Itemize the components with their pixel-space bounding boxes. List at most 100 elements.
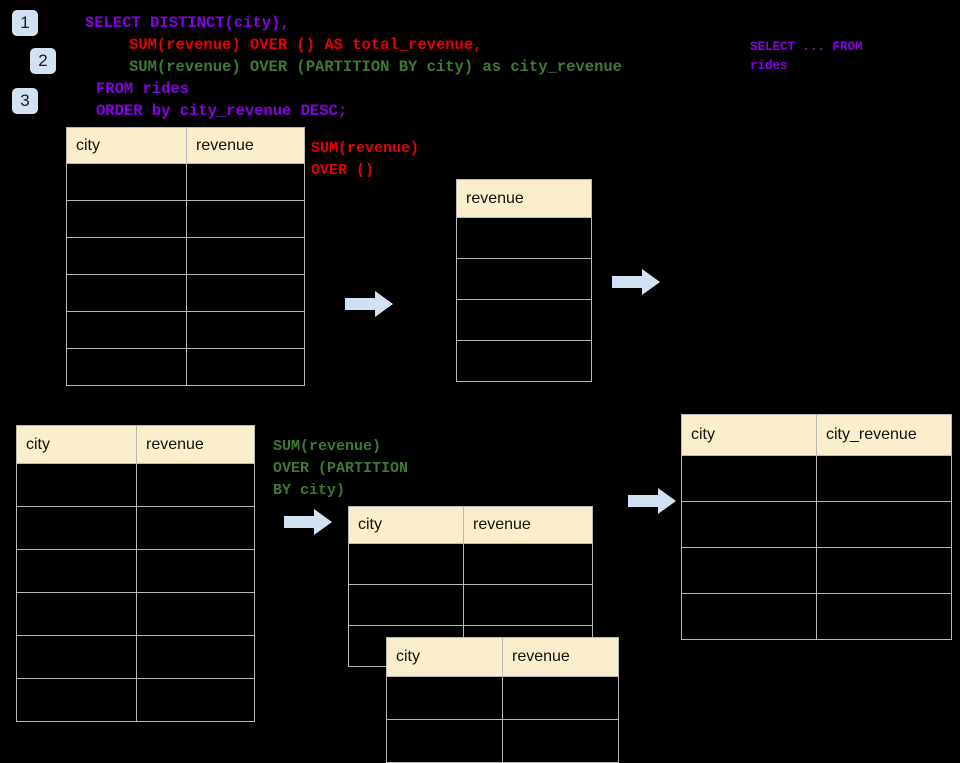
table-cell-city	[348, 584, 464, 626]
column-header-revenue: revenue	[136, 425, 255, 464]
table-row	[66, 163, 305, 201]
table-cell-revenue	[186, 348, 305, 386]
table-cell-city_revenue	[816, 455, 952, 502]
table-cell-revenue	[186, 163, 305, 201]
table-row	[348, 543, 593, 585]
table-cell-city	[681, 593, 817, 640]
annotation-select-from: SELECT ... FROM rides	[750, 40, 863, 73]
table-cell-city	[16, 592, 137, 636]
table-cell-revenue	[136, 592, 255, 636]
table-cell-revenue	[463, 543, 593, 585]
arrow-source-to-partition-icon	[284, 509, 332, 535]
table-cell-city	[386, 719, 503, 763]
table-cell-city	[66, 311, 187, 349]
table-cell-city	[66, 274, 187, 312]
table-header-row: revenue	[456, 179, 592, 218]
table-row	[16, 592, 255, 636]
table-cell-revenue	[136, 635, 255, 679]
table-row	[456, 299, 592, 341]
table-cell-city_revenue	[816, 593, 952, 640]
table-cell-revenue	[456, 217, 592, 259]
table-cell-revenue	[456, 340, 592, 382]
table-row	[681, 501, 952, 548]
table-cell-revenue	[186, 200, 305, 238]
table-row	[456, 258, 592, 300]
step-badge-2: 2	[30, 48, 56, 74]
step-badge-3: 3	[12, 88, 38, 114]
column-header-city: city	[66, 127, 187, 164]
table-cell-revenue	[136, 506, 255, 550]
table-cell-revenue	[463, 584, 593, 626]
table-row	[456, 217, 592, 259]
table-cell-city	[16, 549, 137, 593]
arrow-total-to-result-icon	[612, 269, 660, 295]
sql-line-1: SELECT DISTINCT(city),	[85, 14, 290, 32]
sql-line-5: ORDER by city_revenue DESC;	[96, 102, 348, 120]
column-header-city: city	[348, 506, 464, 544]
diagram-canvas: 1 2 3 SELECT DISTINCT(city), SUM(revenue) O…	[12, 10, 952, 763]
table-row	[681, 593, 952, 640]
sql-query-block: SELECT DISTINCT(city), SUM(revenue) OVER …	[85, 12, 622, 122]
table-cell-revenue	[456, 258, 592, 300]
table-cell-city	[681, 547, 817, 594]
step-badge-1: 1	[12, 10, 38, 36]
arrow-source-to-total-icon	[345, 291, 393, 317]
table-cell-revenue	[136, 678, 255, 722]
table-row	[66, 274, 305, 312]
sql-line-2: SUM(revenue) OVER () AS total_revenue,	[129, 36, 483, 54]
table-cell-revenue	[502, 676, 619, 720]
table-row	[16, 463, 255, 507]
table-row	[66, 311, 305, 349]
sql-line-4: FROM rides	[96, 80, 190, 98]
table-row	[456, 340, 592, 382]
column-header-city: city	[16, 425, 137, 464]
table-cell-revenue	[136, 549, 255, 593]
table-row	[16, 549, 255, 593]
table-cell-city	[16, 678, 137, 722]
table-cell-revenue	[136, 463, 255, 507]
sql-line-3: SUM(revenue) OVER (PARTITION BY city) as…	[129, 58, 622, 76]
arrow-partition-to-result-icon	[628, 488, 676, 514]
table-cell-city	[16, 635, 137, 679]
table-cell-revenue	[186, 237, 305, 275]
table-cell-city	[386, 676, 503, 720]
table-row	[681, 455, 952, 502]
table-row	[386, 719, 619, 763]
annotation-sum-over-partition: SUM(revenue) OVER (PARTITION BY city)	[273, 438, 409, 499]
table-row	[16, 506, 255, 550]
table-cell-city	[66, 163, 187, 201]
table-row	[386, 676, 619, 720]
column-header-city: city	[386, 637, 503, 677]
table-cell-revenue	[186, 274, 305, 312]
table-row	[16, 678, 255, 722]
table-cell-city	[681, 501, 817, 548]
table-row	[66, 348, 305, 386]
table-row	[66, 200, 305, 238]
table-cell-city_revenue	[816, 547, 952, 594]
table-cell-city	[16, 506, 137, 550]
table-cell-city	[681, 455, 817, 502]
table-cell-revenue	[502, 719, 619, 763]
table-cell-city	[66, 237, 187, 275]
table-cell-city	[66, 200, 187, 238]
column-header-city_revenue: city_revenue	[816, 414, 952, 456]
column-header-revenue: revenue	[463, 506, 593, 544]
column-header-revenue: revenue	[456, 179, 592, 218]
table-row	[348, 584, 593, 626]
table-cell-city	[66, 348, 187, 386]
column-header-revenue: revenue	[502, 637, 619, 677]
table-cell-city	[348, 543, 464, 585]
table-cell-city	[16, 463, 137, 507]
annotation-sum-over-empty: SUM(revenue) OVER ()	[311, 140, 420, 179]
column-header-city: city	[681, 414, 817, 456]
column-header-revenue: revenue	[186, 127, 305, 164]
